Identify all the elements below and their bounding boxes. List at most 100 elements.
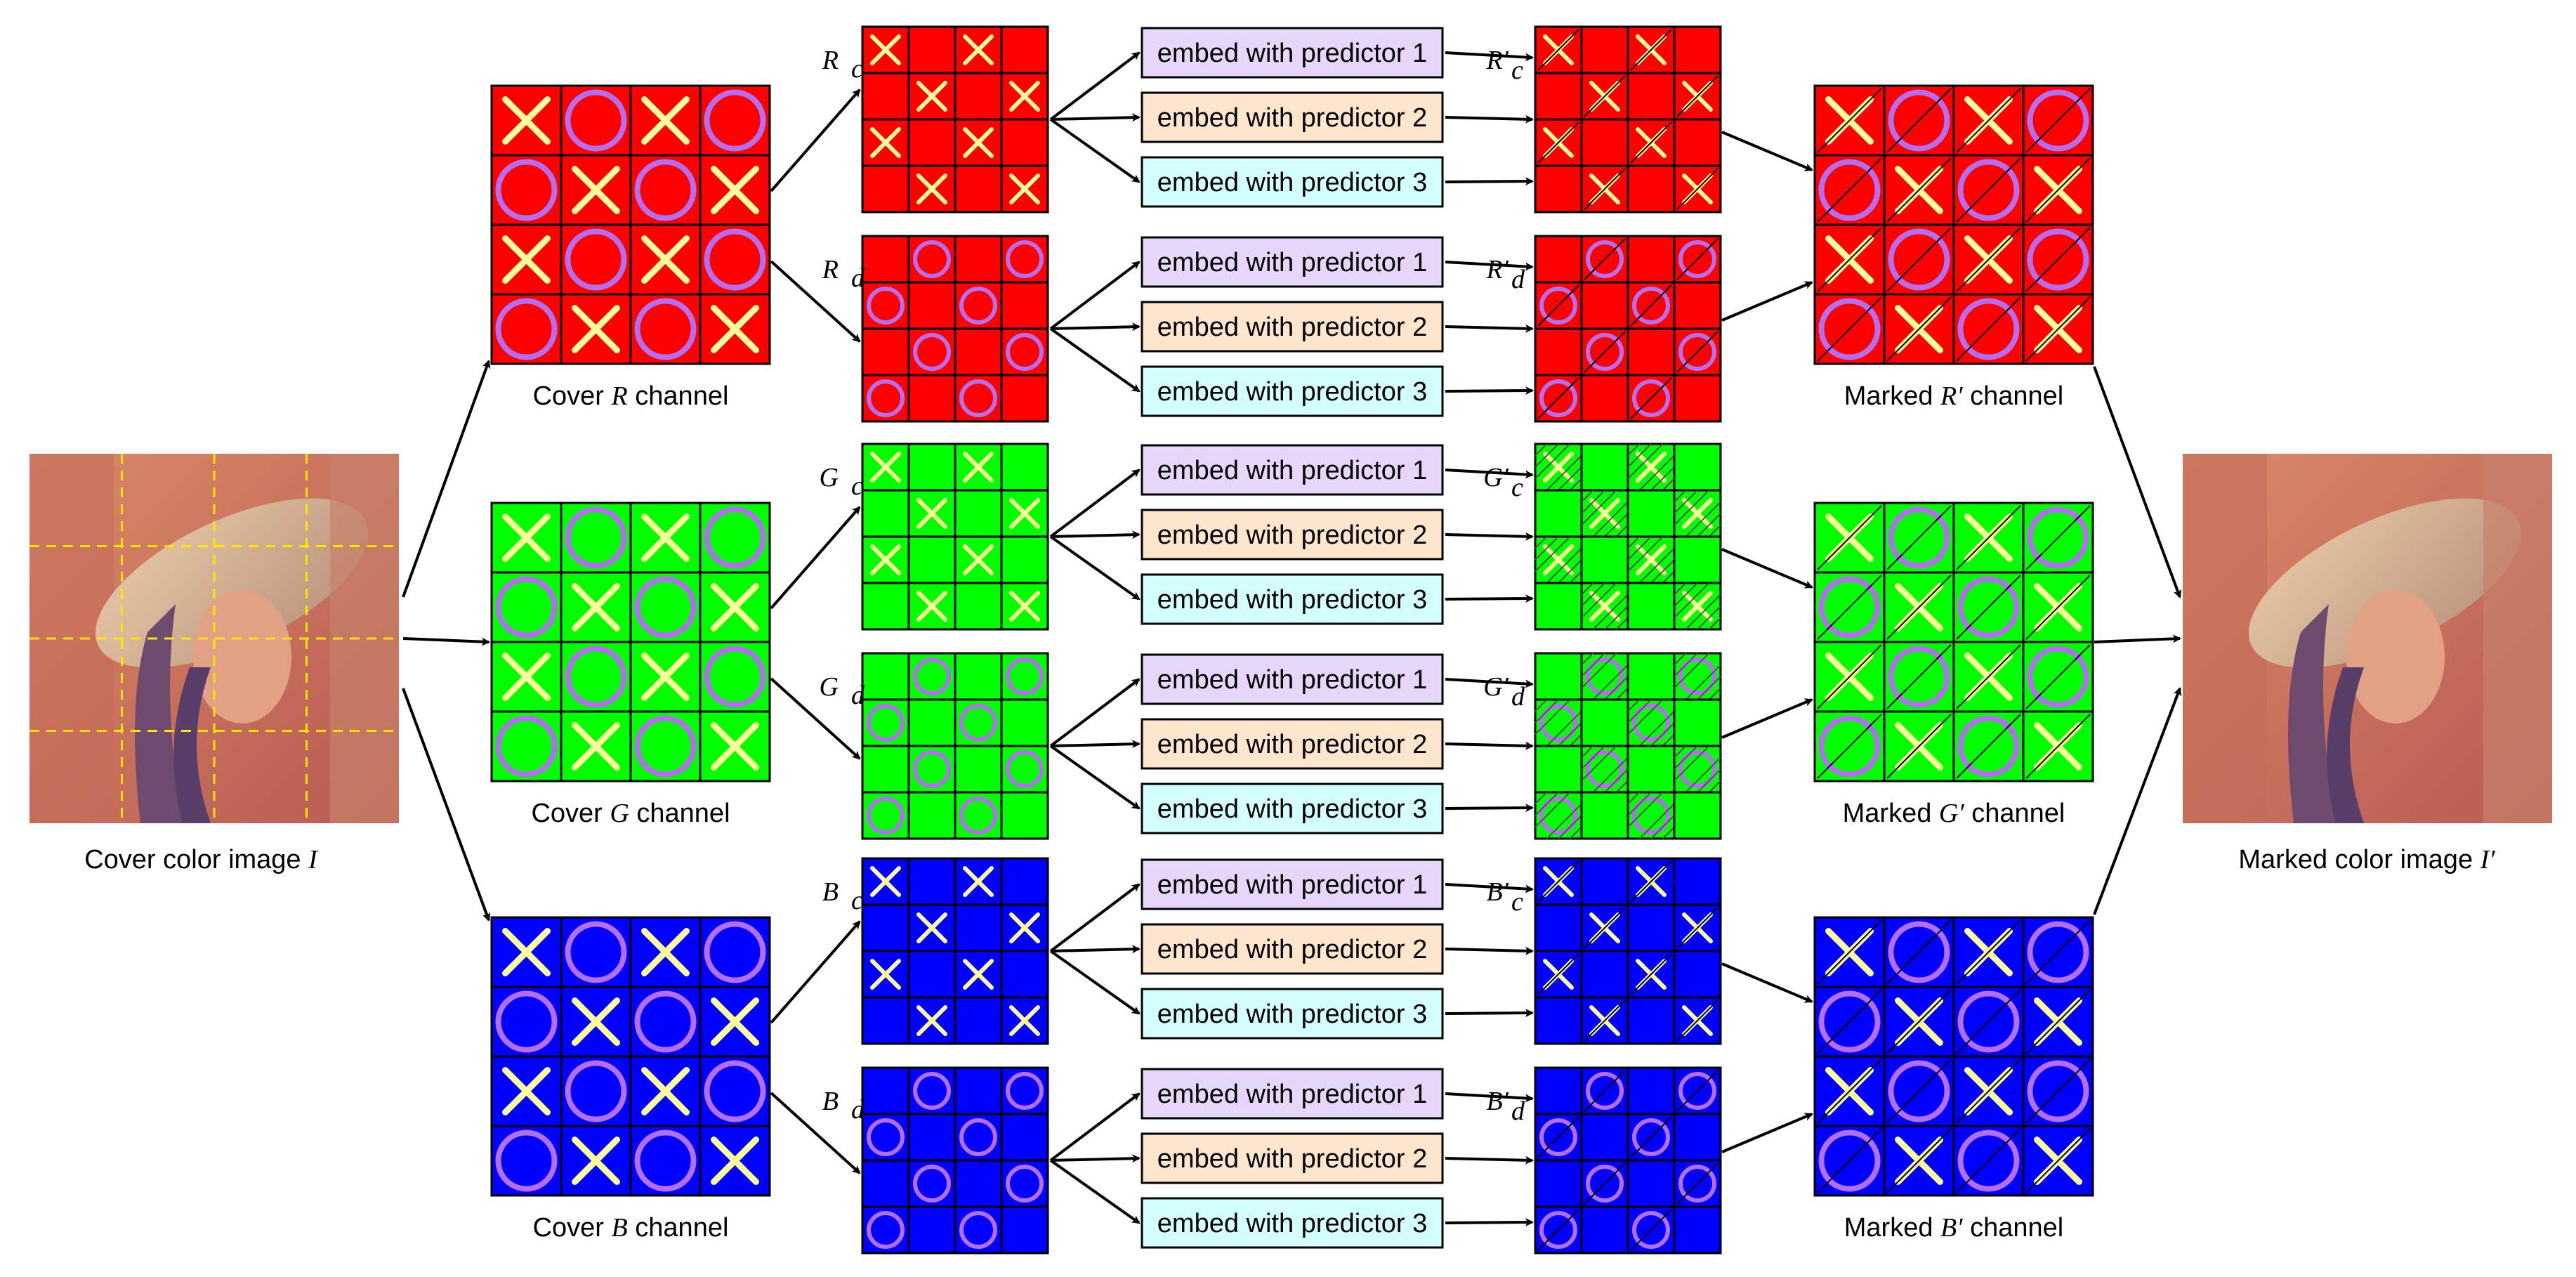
- marked-subset-cell: [1580, 374, 1629, 423]
- modified-mark: [1817, 714, 1882, 779]
- circle-mark: [1539, 797, 1577, 834]
- subset-cell: [907, 281, 957, 330]
- cross-mark: [502, 1067, 551, 1115]
- marked-R-caption: Marked R′ channel: [1844, 381, 2063, 411]
- subset-cell: [907, 535, 957, 584]
- hatch-line: [1674, 582, 1687, 596]
- marked-subset-cell: [1627, 1159, 1676, 1208]
- circle-mark: [1632, 379, 1670, 417]
- hatch-line: [1581, 490, 1605, 514]
- hatch-line: [1662, 733, 1675, 747]
- modified-mark: [1630, 953, 1672, 995]
- subset-cell: [861, 903, 910, 952]
- hatch-line: [1627, 443, 1664, 480]
- set-label-sub: d: [851, 263, 865, 293]
- circle-mark: [1632, 704, 1670, 742]
- hatch-line: [1708, 687, 1721, 700]
- subset-cell: [1000, 791, 1049, 840]
- marked-subset-cell: [1580, 281, 1629, 330]
- subset-cell: [954, 1066, 1003, 1115]
- hatch-line: [1627, 699, 1652, 723]
- cross-mark: [641, 96, 690, 145]
- set-label-sub: c: [851, 54, 863, 84]
- subset-cell: [861, 996, 910, 1045]
- marked-subset-cell: [1627, 327, 1676, 376]
- arrow-subset-to-marked: [1721, 131, 1813, 171]
- modified-mark: [1537, 1116, 1579, 1158]
- cross-mark: [963, 127, 994, 158]
- circle-mark: [495, 298, 558, 360]
- modified-mark: [1676, 331, 1719, 373]
- modified-mark: [1817, 296, 1882, 362]
- predictor-1-box: [1141, 444, 1444, 496]
- hatch-line: [1697, 768, 1721, 793]
- cross-mark: [711, 166, 759, 214]
- circle-mark: [1539, 704, 1577, 742]
- set-label: B: [822, 877, 839, 907]
- pixel-cell: [560, 1055, 632, 1127]
- marked-subset-cell: [1627, 745, 1676, 794]
- hatch-line: [1569, 733, 1582, 747]
- subset-cell: [1000, 698, 1049, 747]
- cross-mark: [916, 81, 947, 112]
- hatch-line: [1674, 653, 1687, 666]
- circle-mark: [913, 657, 951, 695]
- modified-mark: [1817, 919, 1882, 985]
- modified-mark: [1817, 157, 1882, 223]
- circle-mark: [867, 704, 905, 742]
- circle-mark: [2027, 646, 2089, 708]
- marked-subset-cell: [1627, 235, 1676, 284]
- cross-mark: [711, 997, 759, 1046]
- cross-mark: [1009, 81, 1040, 112]
- circle-mark: [1678, 1165, 1716, 1203]
- modified-mark: [1584, 168, 1626, 210]
- modified-mark: [1676, 1163, 1719, 1205]
- subset-cell: [1000, 1205, 1049, 1255]
- cover-R-caption: Cover R channel: [533, 381, 729, 411]
- circle-mark: [913, 333, 951, 371]
- hatch-line: [1674, 653, 1698, 677]
- arrow-predictor-to-marked: [1445, 177, 1534, 186]
- marked-subset-cell: [1580, 118, 1629, 167]
- predictor-1-label: embed with predictor 1: [1157, 1080, 1427, 1109]
- hatch-line: [1535, 792, 1559, 816]
- circle-mark: [959, 287, 997, 325]
- modified-mark: [1886, 714, 1952, 779]
- pixel-cell: [490, 1125, 563, 1197]
- predictor-3-box: [1141, 573, 1444, 625]
- modified-mark: [1817, 575, 1882, 640]
- arrow-predictor-to-marked: [1445, 261, 1534, 271]
- hatch-line: [1581, 745, 1605, 770]
- hatch-line: [1535, 443, 1559, 468]
- circle-mark: [1678, 657, 1716, 695]
- cross-mark: [963, 959, 994, 990]
- hatch-line: [1615, 780, 1629, 793]
- predictor-2-box: [1141, 509, 1444, 561]
- predictor-2-label: embed with predictor 2: [1157, 520, 1427, 550]
- marked-subset-cell: [1673, 118, 1722, 167]
- cross-mark: [1682, 591, 1713, 622]
- marked-set-label-sub: d: [1511, 265, 1525, 294]
- hatch-line: [1546, 803, 1582, 839]
- modified-mark: [2025, 1128, 2091, 1193]
- circle-mark: [959, 1211, 997, 1249]
- subset-cell: [907, 25, 957, 74]
- modified-mark: [1817, 989, 1882, 1054]
- hatch-line: [1558, 722, 1582, 747]
- predictor-3-label: embed with predictor 3: [1157, 1209, 1427, 1238]
- arrow-predictor-to-marked: [1445, 1155, 1534, 1165]
- marked-subset-cell: [1534, 745, 1583, 794]
- modified-mark: [1584, 907, 1626, 949]
- subset-cell: [1000, 374, 1049, 423]
- arrow-subset-to-predictor: [1049, 745, 1141, 810]
- modified-mark: [1956, 714, 2021, 779]
- marked-subset-cell: [1673, 791, 1722, 840]
- hatch-line: [1627, 536, 1652, 561]
- hatch-line: [1581, 490, 1594, 503]
- circle-mark: [1632, 1118, 1670, 1156]
- modified-mark: [2025, 919, 2091, 985]
- circle-mark: [959, 1118, 997, 1156]
